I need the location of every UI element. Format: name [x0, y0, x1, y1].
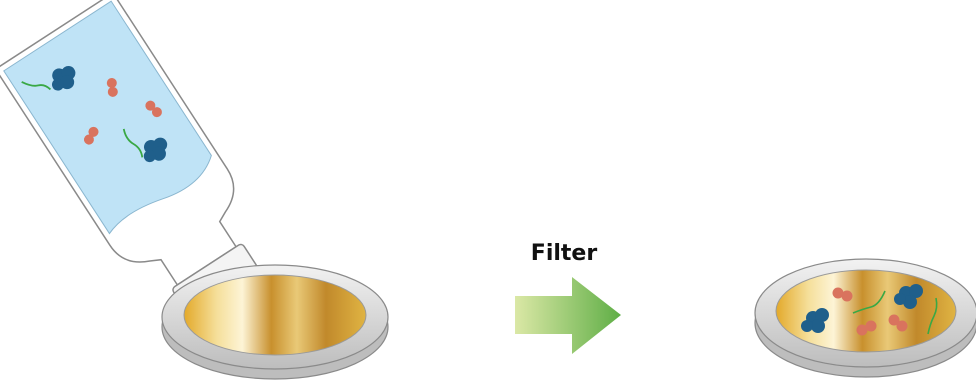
filter-membrane [184, 275, 366, 355]
filter-dish-before [162, 265, 388, 379]
filter-step-label: Filter [531, 241, 598, 266]
filter-dish-after [755, 259, 976, 377]
filter-membrane [776, 270, 956, 352]
process-arrow [515, 277, 621, 354]
